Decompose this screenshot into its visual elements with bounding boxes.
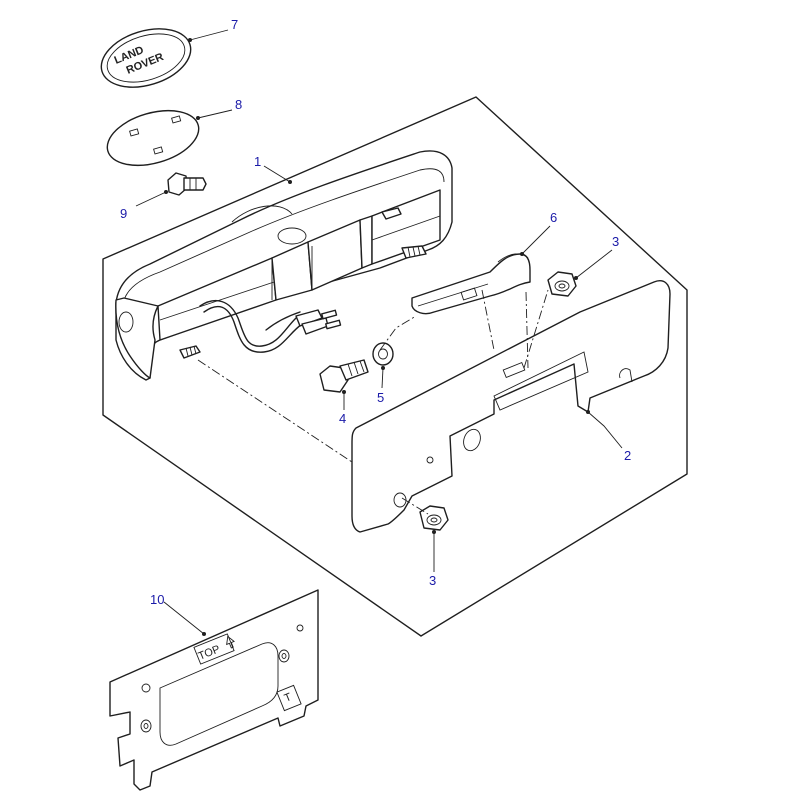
callout-3-lower: 3 (429, 573, 436, 588)
rear-mounting-plate (351, 280, 671, 533)
hex-bolt (319, 359, 369, 393)
flange-nut-upper (547, 271, 577, 297)
callout-10: 10 (150, 592, 164, 607)
callout-5: 5 (377, 390, 384, 405)
callout-leaders (135, 29, 623, 636)
kit-frame (102, 96, 688, 637)
washer (372, 342, 394, 366)
flange-nut-lower (419, 505, 449, 531)
callout-7: 7 (231, 17, 238, 32)
housing-stud-left (179, 345, 201, 359)
assembly-centre-lines (197, 289, 549, 515)
callout-9: 9 (120, 206, 127, 221)
land-rover-badge: LAND ROVER (100, 28, 192, 88)
mounting-bracket (411, 253, 531, 315)
fixing-stud (167, 172, 207, 196)
callout-3-upper: 3 (612, 234, 619, 249)
lamp-housing (115, 150, 453, 381)
callout-4: 4 (339, 411, 346, 426)
housing-stud-upper (381, 207, 402, 220)
number-plate-backing: TOP T (109, 589, 319, 791)
callout-2: 2 (624, 448, 631, 463)
badge-mounting-pad (106, 109, 200, 167)
callout-8: 8 (235, 97, 242, 112)
callout-1: 1 (254, 154, 261, 169)
tab-marking-text: T (283, 691, 294, 705)
housing-stud-right (401, 245, 427, 259)
callout-labels: 7 8 9 1 6 3 5 4 2 3 10 (120, 17, 631, 607)
callout-6: 6 (550, 210, 557, 225)
